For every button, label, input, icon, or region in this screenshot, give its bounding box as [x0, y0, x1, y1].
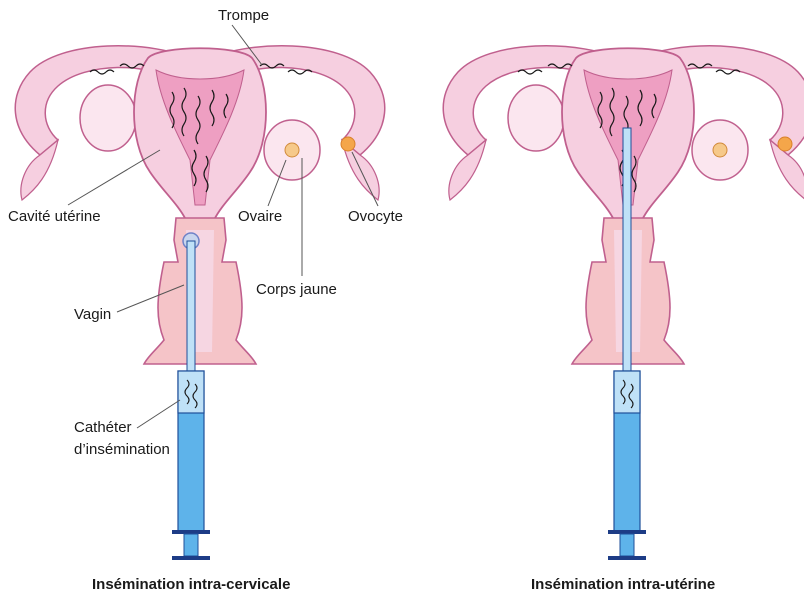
caption-intra-cervicale: Insémination intra-cervicale [92, 576, 290, 593]
ovocyte-left [341, 137, 355, 151]
corpus-luteum-left [285, 143, 299, 157]
label-cavite-uterine: Cavité utérine [8, 207, 101, 227]
label-ovocyte: Ovocyte [348, 207, 403, 227]
caption-intra-uterine: Insémination intra-utérine [531, 576, 715, 593]
right-diagram [443, 46, 804, 560]
label-catheter-line2: d’insémination [74, 440, 170, 460]
ovocyte-right [778, 137, 792, 151]
label-catheter-line1: Cathéter [74, 418, 132, 438]
left-diagram [15, 46, 385, 560]
label-vagin: Vagin [74, 305, 111, 325]
label-ovaire: Ovaire [238, 207, 282, 227]
label-trompe: Trompe [218, 6, 269, 26]
label-corps-jaune: Corps jaune [256, 280, 337, 300]
corpus-luteum-right [713, 143, 727, 157]
